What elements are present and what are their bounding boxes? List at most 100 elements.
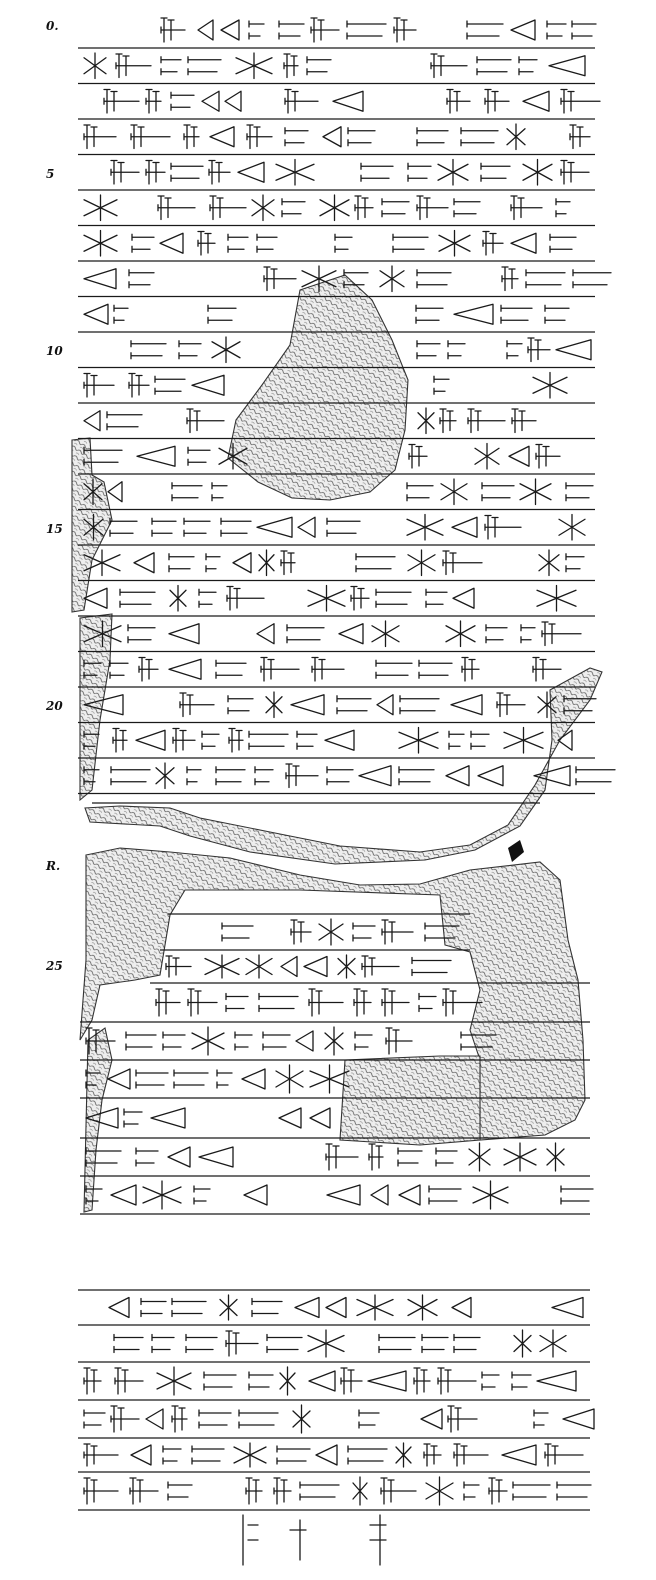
cuneiform-sign	[85, 1185, 103, 1205]
cuneiform-sign	[536, 1370, 577, 1392]
line-number-label: 25	[45, 959, 63, 973]
cuneiform-sign	[83, 303, 109, 325]
cuneiform-sign	[258, 992, 299, 1013]
cuneiform-sign	[417, 407, 435, 435]
cuneiform-sign	[110, 766, 151, 786]
cuneiform-sign	[246, 124, 273, 150]
cuneiform-sign	[557, 729, 573, 751]
cuneiform-sign	[461, 656, 480, 682]
cuneiform-sign	[338, 623, 364, 645]
cuneiform-sign	[256, 516, 293, 538]
cuneiform-sign	[245, 1477, 263, 1505]
cuneiform-sign	[113, 304, 129, 324]
cuneiform-sign	[130, 340, 167, 360]
left-edge-break-upper	[71, 437, 113, 613]
cuneiform-sign	[151, 1333, 175, 1354]
cuneiform-sign	[481, 482, 515, 502]
cuneiform-sign	[170, 162, 204, 182]
cuneiform-sign	[501, 1444, 537, 1466]
cuneiform-sign	[83, 766, 100, 786]
cuneiform-sign	[211, 482, 228, 502]
cuneiform-sign	[83, 659, 102, 679]
cuneiform-sign	[563, 695, 597, 715]
cuneiform-sign	[560, 1185, 594, 1205]
cuneiform-sign	[503, 726, 544, 754]
cuneiform-sign	[225, 1330, 259, 1357]
cuneiform-sign	[262, 1031, 291, 1051]
cuneiform-sign	[114, 1367, 144, 1395]
cuneiform-sign	[83, 478, 103, 506]
cuneiform-sign	[353, 988, 372, 1017]
cuneiform-sign	[265, 691, 283, 719]
cuneiform-sign	[145, 159, 166, 185]
cuneiform-sign	[215, 659, 247, 679]
cuneiform-sign	[299, 1481, 340, 1501]
cuneiform-sign	[201, 730, 220, 750]
cuneiform-sign	[83, 410, 101, 432]
cuneiform-sign	[193, 1185, 211, 1205]
cuneiform-sign	[407, 162, 432, 182]
cuneiform-sign	[209, 195, 247, 221]
cuneiform-sign	[532, 371, 568, 399]
cuneiform-sign	[448, 730, 465, 750]
cuneiform-sign	[322, 126, 342, 148]
cuneiform-sign	[556, 1481, 592, 1501]
cuneiform-sign	[370, 1184, 389, 1206]
cuneiform-sign	[83, 194, 118, 222]
cuneiform-sign	[207, 304, 237, 324]
cuneiform-sign	[442, 550, 483, 576]
cuneiform-sign	[361, 955, 400, 978]
cuneiform-sign	[260, 656, 300, 682]
cuneiform-sign	[154, 375, 186, 395]
line-number-label: R.	[45, 859, 60, 873]
cuneiform-sign	[226, 585, 265, 611]
cuneiform-sign	[109, 659, 129, 679]
cuneiform-sign	[416, 127, 449, 147]
cuneiform-sign	[481, 1371, 500, 1391]
cuneiform-sign	[135, 729, 166, 751]
cuneiform-sign	[145, 88, 162, 114]
cuneiform-sign	[165, 955, 192, 978]
cuneiform-sign	[343, 269, 369, 289]
cuneiform-sign	[286, 624, 325, 644]
cuneiform-sign	[433, 375, 450, 395]
cuneiform-sign	[420, 1408, 443, 1430]
cuneiform-sign	[406, 513, 444, 541]
cuneiform-sign	[285, 763, 319, 789]
cuneiform-sign	[319, 194, 350, 222]
cuneiform-sign	[251, 1297, 283, 1318]
cuneiform-sign	[215, 766, 246, 786]
cuneiform-sign	[548, 55, 586, 77]
cuneiform-sign	[453, 1443, 489, 1467]
cuneiform-sign	[392, 233, 429, 253]
cuneiform-sign	[169, 584, 187, 612]
cuneiform-sign	[447, 340, 466, 360]
cuneiform-sign	[183, 124, 200, 150]
cuneiform-sign	[187, 56, 222, 76]
cuneiform-sign	[276, 1445, 311, 1465]
cuneiform-sign	[407, 549, 436, 577]
cuneiform-sign	[447, 1405, 478, 1433]
cuneiform-sign	[157, 195, 196, 221]
cuneiform-sign	[83, 549, 121, 577]
cuneiform-sign	[151, 517, 177, 537]
trailing-signs	[242, 1514, 387, 1566]
cuneiform-sign	[172, 727, 196, 753]
cuneiform-sign	[284, 127, 309, 147]
cuneiform-sign	[413, 1367, 431, 1395]
cuneiform-sign	[308, 988, 344, 1017]
cuneiform-sign	[425, 588, 448, 608]
cuneiform-sign	[295, 1030, 314, 1052]
cuneiform-sign	[539, 1329, 567, 1358]
cuneiform-sign	[393, 17, 417, 43]
cuneiform-sign	[506, 123, 526, 151]
cuneiform-sign	[83, 730, 100, 750]
cuneiform-sign	[463, 1481, 480, 1501]
cuneiform-sign	[205, 553, 221, 573]
cuneiform-sign	[297, 516, 316, 538]
cuneiform-sign	[437, 158, 469, 186]
cuneiform-sign	[460, 127, 499, 147]
cuneiform-sign	[107, 1068, 131, 1090]
cuneiform-sign	[83, 446, 123, 466]
cuneiform-sign	[379, 265, 405, 293]
